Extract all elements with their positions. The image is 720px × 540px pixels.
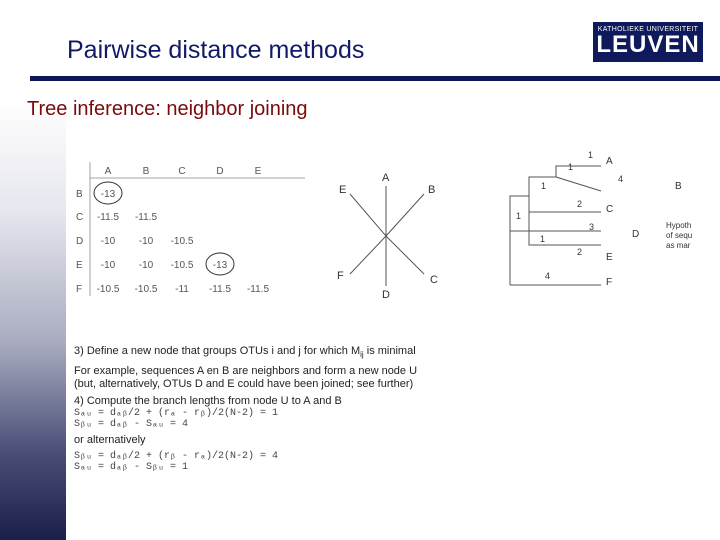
branch-length: 2 xyxy=(577,199,582,209)
sidebar-gradient xyxy=(0,100,66,540)
matrix-row-header: E xyxy=(76,260,83,271)
matrix-row-header: D xyxy=(76,236,83,247)
matrix-cell: -10 xyxy=(139,260,154,271)
slide-subtitle: Tree inference: neighbor joining xyxy=(27,98,308,120)
star-label-d: D xyxy=(382,289,390,301)
matrix-cell: -10 xyxy=(101,260,116,271)
matrix-col-header: C xyxy=(178,166,185,177)
tree-branch xyxy=(509,196,601,232)
branch-length: 1 xyxy=(540,234,545,244)
matrix-cell: -11.5 xyxy=(247,284,269,295)
formula-line: Sₐᵤ = dₐᵦ - Sᵦᵤ = 1 xyxy=(74,462,189,474)
formula-line: Sᵦᵤ = dₐᵦ/2 + (rᵦ - rₐ)/2(N-2) = 4 xyxy=(74,451,279,463)
star-tree-diagram: A E B F C D xyxy=(337,172,438,301)
formula-line: Sₐᵤ = dₐᵦ/2 + (rₐ - rᵦ)/2(N-2) = 1 xyxy=(74,408,279,420)
step4-text: 4) Compute the branch lengths from node … xyxy=(74,395,342,408)
matrix-row-header: B xyxy=(76,189,83,200)
example-line-1: For example, sequences A en B are neighb… xyxy=(74,365,418,378)
hypothesis-note: of sequ xyxy=(666,231,692,240)
matrix-col-header: A xyxy=(105,166,112,177)
matrix-cell: -10.5 xyxy=(171,260,194,271)
min-value-circle xyxy=(93,181,123,205)
step3-main: 3) Define a new node that groups OTUs i … xyxy=(74,345,361,357)
matrix-cell: -11.5 xyxy=(135,212,157,223)
matrix-cell: -13 xyxy=(213,260,228,271)
branch-length: 1 xyxy=(516,211,521,221)
star-label-a: A xyxy=(382,172,390,184)
matrix-row-header: F xyxy=(76,284,82,295)
tree-leaf-e: E xyxy=(606,252,613,263)
matrix-col-header: B xyxy=(143,166,150,177)
tree-branch xyxy=(555,176,602,192)
matrix-cell: -10 xyxy=(101,236,116,247)
star-label-c: C xyxy=(430,274,438,286)
star-label-b: B xyxy=(428,184,435,196)
example-line-2: (but, alternatively, OTUs D and E could … xyxy=(74,378,414,391)
branch-length: 1 xyxy=(588,150,593,160)
matrix-cell: -10.5 xyxy=(97,284,120,295)
branch-length: 3 xyxy=(589,222,594,232)
tree-branch xyxy=(509,165,601,285)
formula-line: Sᵦᵤ = dₐᵦ - Sₐᵤ = 4 xyxy=(74,419,189,431)
star-branch-c xyxy=(385,235,425,275)
tree-branch xyxy=(528,196,601,213)
university-logo: KATHOLIEKE UNIVERSITEIT LEUVEN xyxy=(593,22,703,62)
logo-main-text: LEUVEN xyxy=(596,31,700,58)
tree-leaf-c: C xyxy=(606,204,613,215)
matrix-cell: -10 xyxy=(139,236,154,247)
hypothesis-note: Hypoth xyxy=(666,221,691,230)
rooted-tree-diagram: 1 1 4 1 2 1 3 1 2 4 A B C D E F Hypoth o… xyxy=(509,150,692,288)
hypothesis-note: as mar xyxy=(666,241,691,250)
distance-matrix: A B C D E B C D E F -13 -11.5 -11.5 -10 … xyxy=(76,162,305,296)
matrix-row-header: C xyxy=(76,212,83,223)
tree-leaf-b: B xyxy=(675,181,682,192)
step3-subscript: ij xyxy=(360,350,364,360)
step3-end: is minimal xyxy=(363,345,416,357)
step3-text: 3) Define a new node that groups OTUs i … xyxy=(74,345,434,361)
tree-leaf-a: A xyxy=(606,156,613,167)
alternative-label: or alternatively xyxy=(74,434,146,447)
tree-leaf-d: D xyxy=(632,229,639,240)
matrix-cell: -11.5 xyxy=(209,284,231,295)
matrix-cell: -11.5 xyxy=(97,212,119,223)
matrix-cell: -11 xyxy=(175,284,189,295)
matrix-cell: -10.5 xyxy=(135,284,158,295)
matrix-cell: -13 xyxy=(101,189,116,200)
star-branch-e xyxy=(349,193,387,237)
star-branch-b xyxy=(385,193,425,237)
branch-length: 4 xyxy=(618,174,623,184)
branch-length: 4 xyxy=(545,271,550,281)
branch-length: 1 xyxy=(541,181,546,191)
matrix-col-header: E xyxy=(255,166,262,177)
title-divider xyxy=(30,76,720,81)
star-branch-f xyxy=(349,235,387,275)
matrix-col-header: D xyxy=(216,166,223,177)
algorithm-notes: 3) Define a new node that groups OTUs i … xyxy=(74,345,434,473)
page-title: Pairwise distance methods xyxy=(67,36,365,64)
branch-length: 1 xyxy=(568,162,573,172)
star-label-e: E xyxy=(339,184,346,196)
matrix-cell: -10.5 xyxy=(171,236,194,247)
tree-branch xyxy=(528,196,601,246)
star-label-f: F xyxy=(337,270,344,282)
min-value-circle xyxy=(205,252,235,276)
branch-length: 2 xyxy=(577,247,582,257)
logo-top-text: KATHOLIEKE UNIVERSITEIT xyxy=(597,26,699,33)
tree-leaf-f: F xyxy=(606,277,612,288)
